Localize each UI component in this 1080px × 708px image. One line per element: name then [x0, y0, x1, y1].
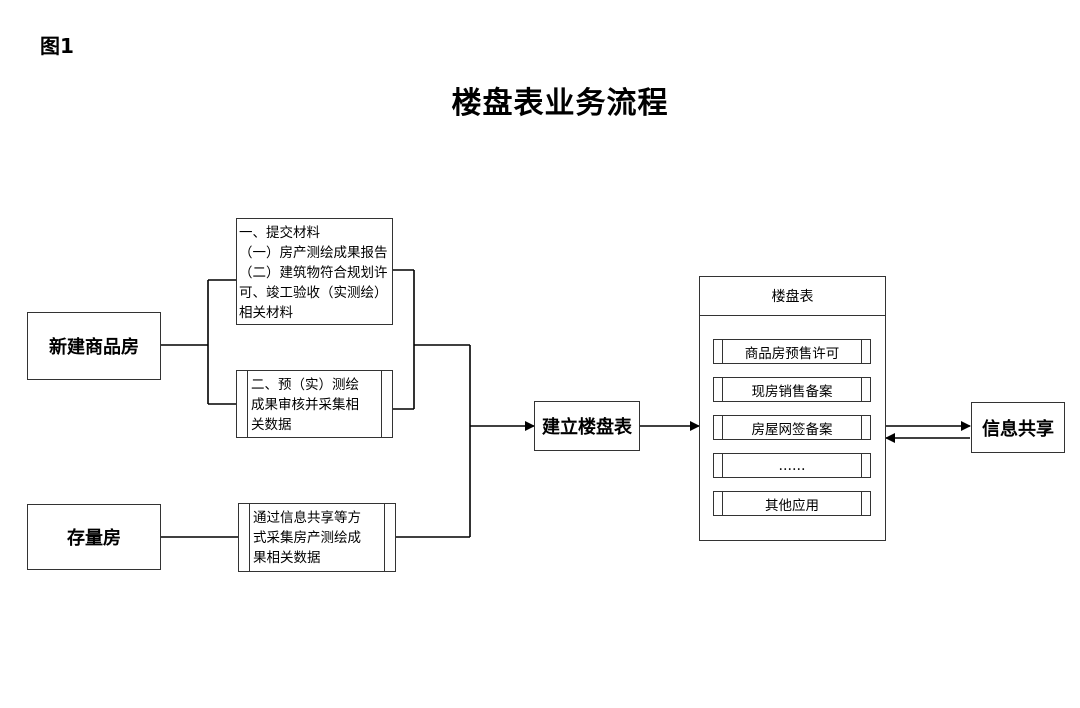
node-build-table-label: 建立楼盘表 [542, 417, 632, 438]
table-item: 房屋网签备案 [713, 415, 871, 440]
submit-line-3: （二）建筑物符合规划许 [239, 265, 388, 281]
node-stock-house-label: 存量房 [67, 528, 121, 549]
node-stock-house: 存量房 [27, 504, 161, 570]
node-info-share-collect: 通过信息共享等方 式采集房产测绘成 果相关数据 [238, 503, 396, 572]
submit-line-1: 一、提交材料 [239, 225, 320, 241]
table-item-label: 房屋网签备案 [751, 421, 833, 438]
collect-line-3: 果相关数据 [253, 550, 321, 566]
figure-label: 图1 [40, 34, 74, 58]
review-line-1: 二、预（实）测绘 [251, 377, 359, 393]
building-table-header-label: 楼盘表 [771, 289, 814, 305]
collect-line-2: 式采集房产测绘成 [253, 530, 361, 546]
table-item: 其他应用 [713, 491, 871, 516]
node-new-house: 新建商品房 [27, 312, 161, 380]
submit-line-2: （一）房产测绘成果报告 [239, 245, 388, 261]
node-build-table: 建立楼盘表 [534, 401, 640, 451]
review-line-2: 成果审核并采集相 [251, 397, 359, 413]
collect-line-1: 通过信息共享等方 [253, 510, 361, 526]
submit-line-5: 相关材料 [239, 305, 293, 321]
table-item-label: 现房销售备案 [751, 383, 833, 400]
node-building-table: 楼盘表 商品房预售许可 现房销售备案 房屋网签备案 …… 其他应用 [699, 276, 886, 541]
table-item: …… [713, 453, 871, 478]
table-item-label: 商品房预售许可 [744, 345, 840, 362]
node-survey-review: 二、预（实）测绘 成果审核并采集相 关数据 [236, 370, 393, 438]
table-item: 现房销售备案 [713, 377, 871, 402]
building-table-header: 楼盘表 [700, 277, 885, 316]
node-submit-materials: 一、提交材料 （一）房产测绘成果报告 （二）建筑物符合规划许 可、竣工验收（实测… [236, 218, 393, 325]
submit-line-4: 可、竣工验收（实测绘） [239, 285, 388, 301]
node-info-share: 信息共享 [971, 402, 1065, 453]
diagram-title: 楼盘表业务流程 [451, 86, 669, 121]
node-new-house-label: 新建商品房 [49, 337, 139, 358]
table-item: 商品房预售许可 [713, 339, 871, 364]
table-item-label: …… [778, 457, 806, 474]
review-line-3: 关数据 [251, 417, 292, 433]
table-item-label: 其他应用 [765, 497, 819, 514]
node-info-share-label: 信息共享 [982, 418, 1054, 440]
